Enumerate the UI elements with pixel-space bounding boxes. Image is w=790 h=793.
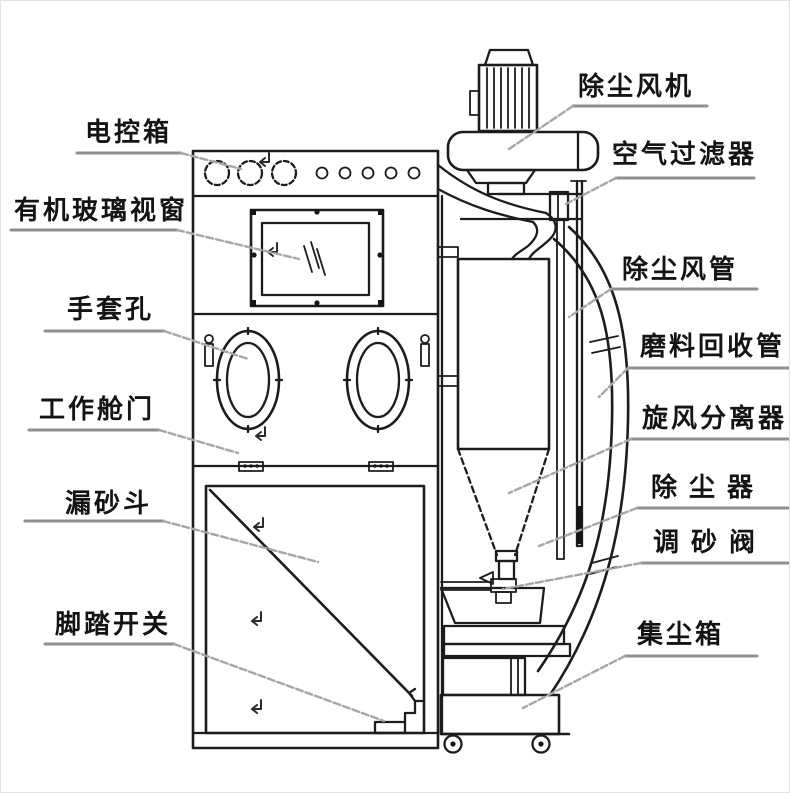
sand-adjusting-valve	[440, 549, 519, 604]
leader-work-chamber-door	[27, 428, 240, 455]
label-dust-removal-duct: 除尘风管	[622, 255, 739, 285]
suction-duct	[436, 163, 557, 261]
glass-shine-marks	[303, 241, 326, 276]
indicator-light	[338, 166, 352, 180]
cyclone-separator	[456, 257, 551, 557]
label-acrylic-viewing-window: 有机玻璃视窗	[14, 196, 189, 226]
leader-dust-removal-fan	[507, 104, 709, 151]
leader-lines	[9, 104, 789, 723]
leader-abrasive-recovery-pipe	[597, 366, 789, 399]
leader-electric-control-box	[75, 151, 243, 171]
door-latch-right	[420, 334, 430, 367]
label-cyclone-separator: 旋风分离器	[642, 404, 788, 434]
sand-hopper	[204, 484, 426, 735]
leader-dust-collector	[537, 506, 789, 548]
control-knob	[236, 159, 264, 187]
label-dust-collector: 除尘器	[651, 473, 766, 503]
caster-wheels	[443, 734, 551, 754]
leader-cyclone-separator	[507, 437, 789, 495]
dust-fan-motor	[469, 48, 539, 133]
indicator-light	[361, 166, 375, 180]
leader-glove-holes	[43, 329, 250, 361]
glove-holes	[204, 326, 430, 472]
leader-sand-adjusting-valve	[501, 561, 789, 591]
abrasive-recovery-pipe	[536, 225, 630, 697]
fan-housing	[446, 130, 600, 196]
label-dust-removal-fan: 除尘风机	[578, 72, 695, 102]
viewing-window	[249, 208, 385, 308]
door-hinges	[238, 461, 394, 472]
label-dust-collection-box: 集尘箱	[637, 620, 725, 650]
indicator-light	[315, 166, 329, 180]
label-abrasive-recovery-pipe: 磨料回收管	[640, 332, 786, 362]
label-glove-holes: 手套孔	[67, 295, 155, 325]
leader-air-filter	[564, 176, 756, 206]
label-sand-adjusting-valve: 调砂阀	[653, 528, 768, 558]
dust-collection-box	[439, 586, 572, 736]
control-knob	[203, 159, 231, 187]
leader-sand-leak-hopper	[23, 519, 320, 564]
indicator-light	[384, 166, 398, 180]
control-panel	[203, 159, 421, 187]
leader-acrylic-viewing-window	[9, 228, 301, 261]
label-foot-switch: 脚踏开关	[55, 610, 172, 640]
label-sand-leak-hopper: 漏砂斗	[65, 489, 153, 519]
leader-dust-removal-duct	[567, 287, 759, 319]
indicator-light	[407, 166, 421, 180]
label-work-chamber-door: 工作舱门	[39, 395, 156, 425]
leader-dust-collection-box	[521, 654, 759, 710]
foot-switch	[373, 687, 424, 735]
leader-foot-switch	[43, 642, 386, 723]
airflow-return-arrows	[251, 152, 278, 714]
label-air-filter: 空气过滤器	[612, 140, 758, 170]
label-electric-control-box: 电控箱	[85, 118, 173, 148]
control-knob	[270, 159, 298, 187]
door-latch-left	[204, 334, 214, 367]
